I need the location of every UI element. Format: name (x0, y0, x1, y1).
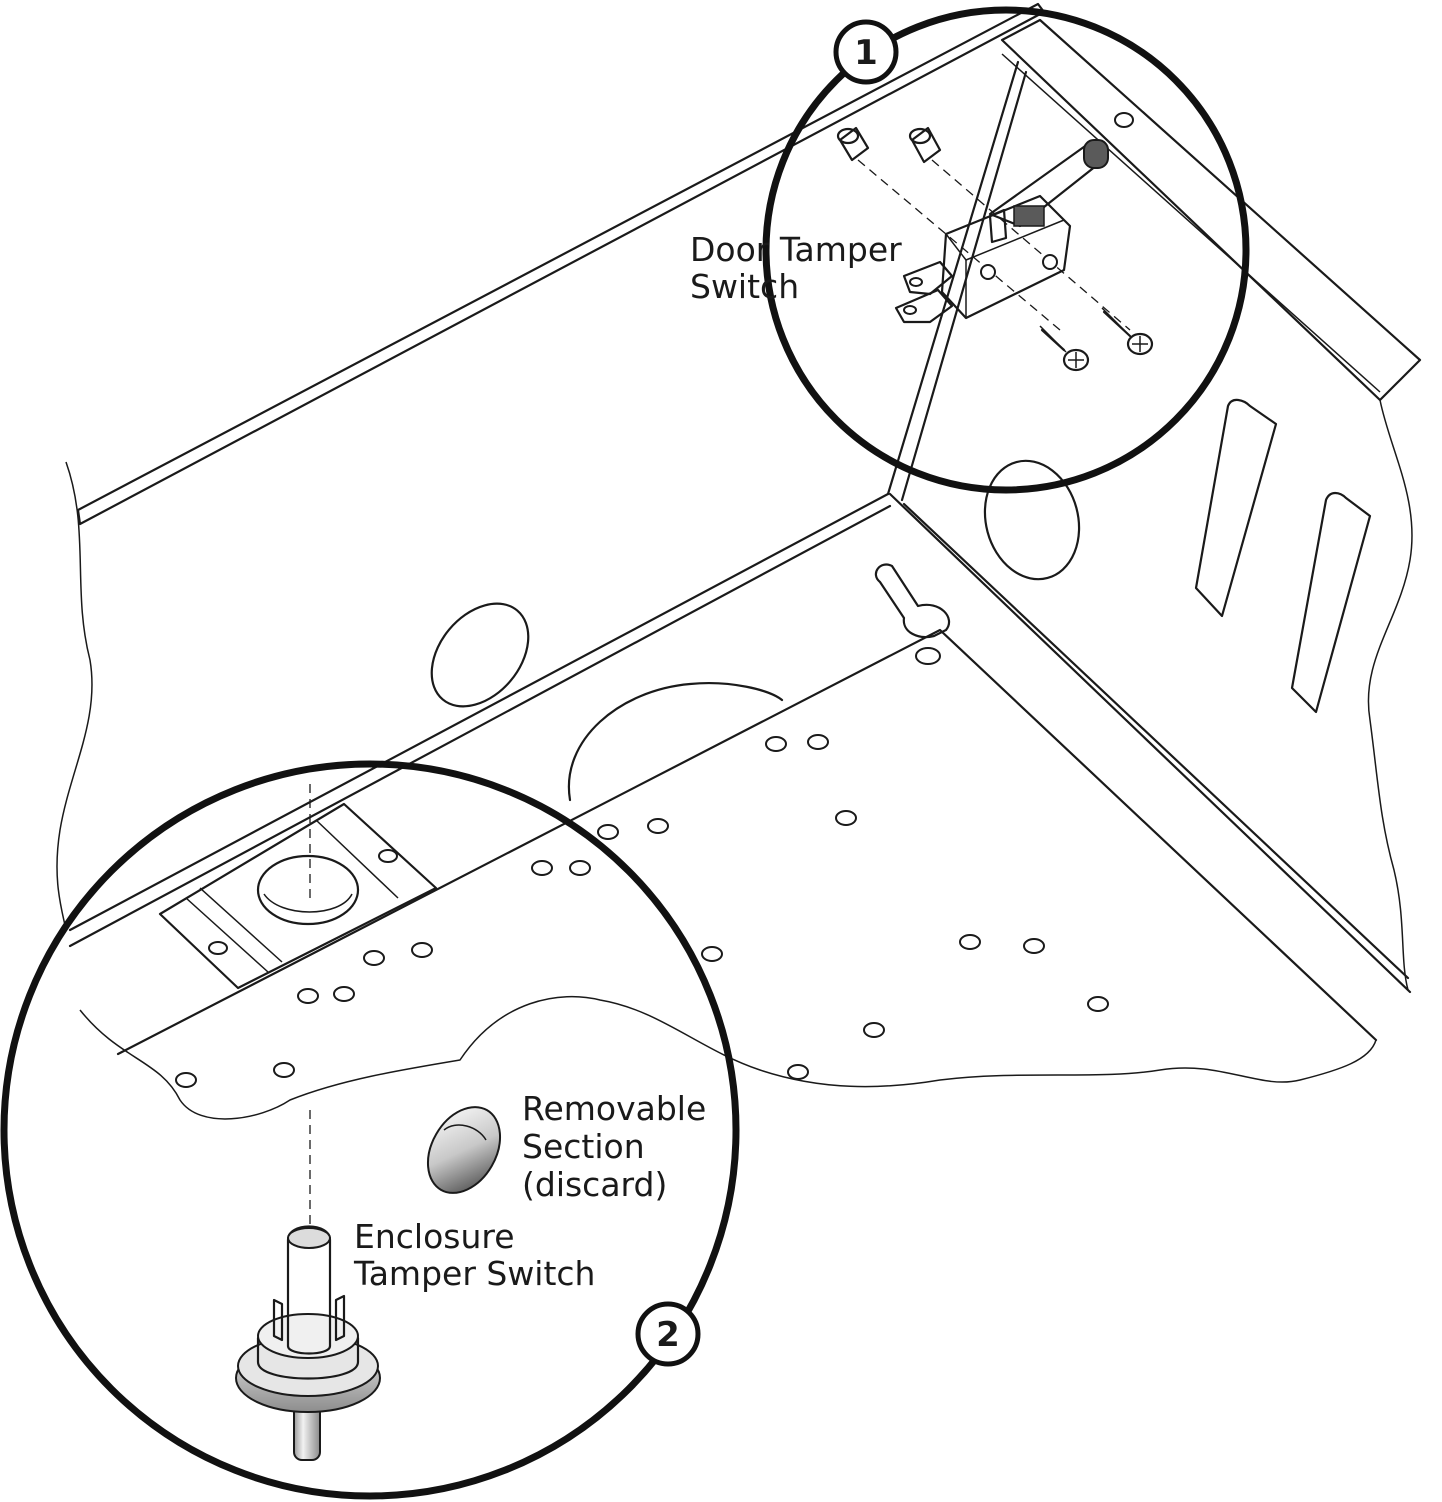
svg-text:1: 1 (854, 33, 878, 73)
svg-text:Removable: Removable (522, 1089, 706, 1128)
svg-text:2: 2 (656, 1315, 680, 1355)
switch-spacer (908, 126, 942, 164)
detail-circle-1 (762, 6, 1250, 494)
enclosure-body (56, 2, 1422, 1120)
mounting-holes (175, 112, 1134, 1088)
svg-text:Enclosure: Enclosure (354, 1217, 515, 1256)
removable-section-disc (426, 1106, 502, 1194)
label-removable-section: Removable Section (discard) (522, 1089, 706, 1204)
tamper-switch-bracket (158, 802, 438, 990)
callout-badge-1: 1 (833, 19, 899, 85)
svg-text:Switch: Switch (690, 267, 799, 306)
detail-circle-2 (0, 760, 740, 1500)
callout-badge-2: 2 (635, 1301, 701, 1367)
svg-text:(discard): (discard) (522, 1165, 667, 1204)
screw (1039, 325, 1090, 372)
label-door-tamper-switch: Door Tamper Switch (690, 230, 902, 306)
switch-spacer (836, 126, 870, 162)
door-tamper-switch (836, 126, 1154, 372)
svg-text:Tamper Switch: Tamper Switch (353, 1254, 595, 1293)
svg-text:Section: Section (522, 1127, 645, 1166)
screw (1101, 307, 1154, 356)
label-enclosure-tamper-switch: Enclosure Tamper Switch (353, 1217, 595, 1293)
svg-text:Door Tamper: Door Tamper (690, 230, 902, 269)
enclosure-tamper-switch (235, 784, 381, 1461)
